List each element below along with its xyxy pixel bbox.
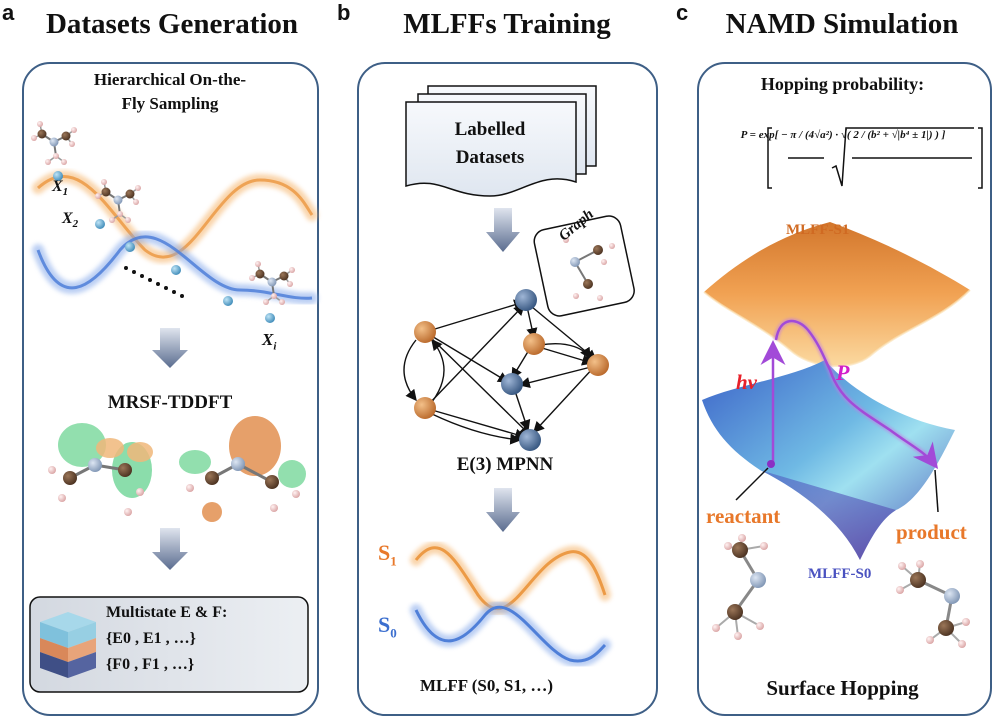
multistate-box <box>29 596 309 693</box>
flow-arrow-b2 <box>486 488 520 532</box>
mpnn-nodes <box>414 289 609 451</box>
panel-title-b: MLFFs Training <box>403 8 611 40</box>
sampling-curves <box>32 170 318 305</box>
flow-arrow-b1 <box>486 208 520 252</box>
energies-set: {E0 , E1 , …} <box>106 630 196 647</box>
product-label: product <box>896 520 967 544</box>
hopping-formula: P = exp[ − π / (4√a²) · √( 2 / (b² + √|b… <box>740 129 946 141</box>
molecule-sample-1 <box>30 120 78 166</box>
panel-letter-b: b <box>337 0 351 25</box>
forces-set: {F0 , F1 , …} <box>106 656 195 673</box>
label-x1-main: X <box>52 178 63 195</box>
panel-title-a: Datasets Generation <box>45 8 299 40</box>
mlff-label: MLFF (S0, S1, …) <box>420 676 554 695</box>
labelled-datasets-documents <box>405 85 597 197</box>
trajectory-path <box>760 318 939 469</box>
dotted-continuation <box>124 266 184 298</box>
reactant-label: reactant <box>706 504 781 528</box>
formula-bracket <box>767 127 983 189</box>
sampling-title-line2: Fly Sampling <box>121 94 219 113</box>
mpnn-network <box>403 299 598 445</box>
label-x2-sub: 2 <box>72 218 79 231</box>
method-label: MRSF-TDDFT <box>107 392 233 413</box>
hopping-p-label: P <box>836 360 850 385</box>
state-label-s1-main: S <box>378 540 391 565</box>
label-x1: X1 <box>52 178 68 198</box>
datasets-label-line2: Datasets <box>455 147 525 168</box>
label-x2: X2 <box>62 210 78 230</box>
panel-letter-c: c <box>676 0 689 25</box>
datasets-label: Labelled Datasets <box>410 116 570 172</box>
label-x1-sub: 1 <box>62 186 69 199</box>
datasets-label-line1: Labelled <box>454 119 526 140</box>
state-label-s1: S1 <box>378 540 397 569</box>
photon-label: hν <box>736 370 757 394</box>
reactant-pointer <box>735 467 769 501</box>
graph-box <box>533 215 635 317</box>
state-label-s1-sub: 1 <box>390 553 397 569</box>
upper-surface-s1 <box>703 222 971 367</box>
orbital-molecule-left <box>48 423 153 516</box>
stacked-cube-icon <box>40 612 96 678</box>
label-x2-main: X <box>62 210 73 227</box>
lower-surface-s0 <box>702 360 955 560</box>
flow-arrow-a1 <box>152 328 188 368</box>
network-label: E(3) MPNN <box>456 454 554 475</box>
multistate-title: Multistate E & F: <box>106 604 228 621</box>
product-molecule <box>896 560 970 648</box>
panel-title-c: NAMD Simulation <box>725 8 959 40</box>
label-xi: Xi <box>262 330 276 352</box>
state-label-s0-main: S <box>378 612 391 637</box>
state-label-s0: S0 <box>378 612 397 641</box>
sampling-title-line1: Hierarchical On-the- <box>93 70 247 89</box>
product-pointer <box>934 469 939 513</box>
orbital-molecule-right <box>179 416 306 522</box>
sampling-title: Hierarchical On-the- Fly Sampling <box>40 68 300 116</box>
panel-letter-a: a <box>2 0 15 25</box>
state-label-s0-sub: 0 <box>390 625 397 641</box>
label-xi-sub: i <box>273 340 277 353</box>
upper-surface-label: MLFF-S1 <box>786 222 850 238</box>
surface-hopping-label: Surface Hopping <box>766 676 919 700</box>
hopping-label: Hopping probability: <box>760 74 925 94</box>
sample-point-markers <box>53 171 275 323</box>
lower-surface-label: MLFF-S0 <box>808 566 872 582</box>
reactant-molecule <box>712 534 768 640</box>
label-xi-main: X <box>262 330 274 349</box>
mlff-curves <box>410 541 611 667</box>
graph-molecule <box>563 237 615 301</box>
flow-arrow-a2 <box>152 528 188 570</box>
